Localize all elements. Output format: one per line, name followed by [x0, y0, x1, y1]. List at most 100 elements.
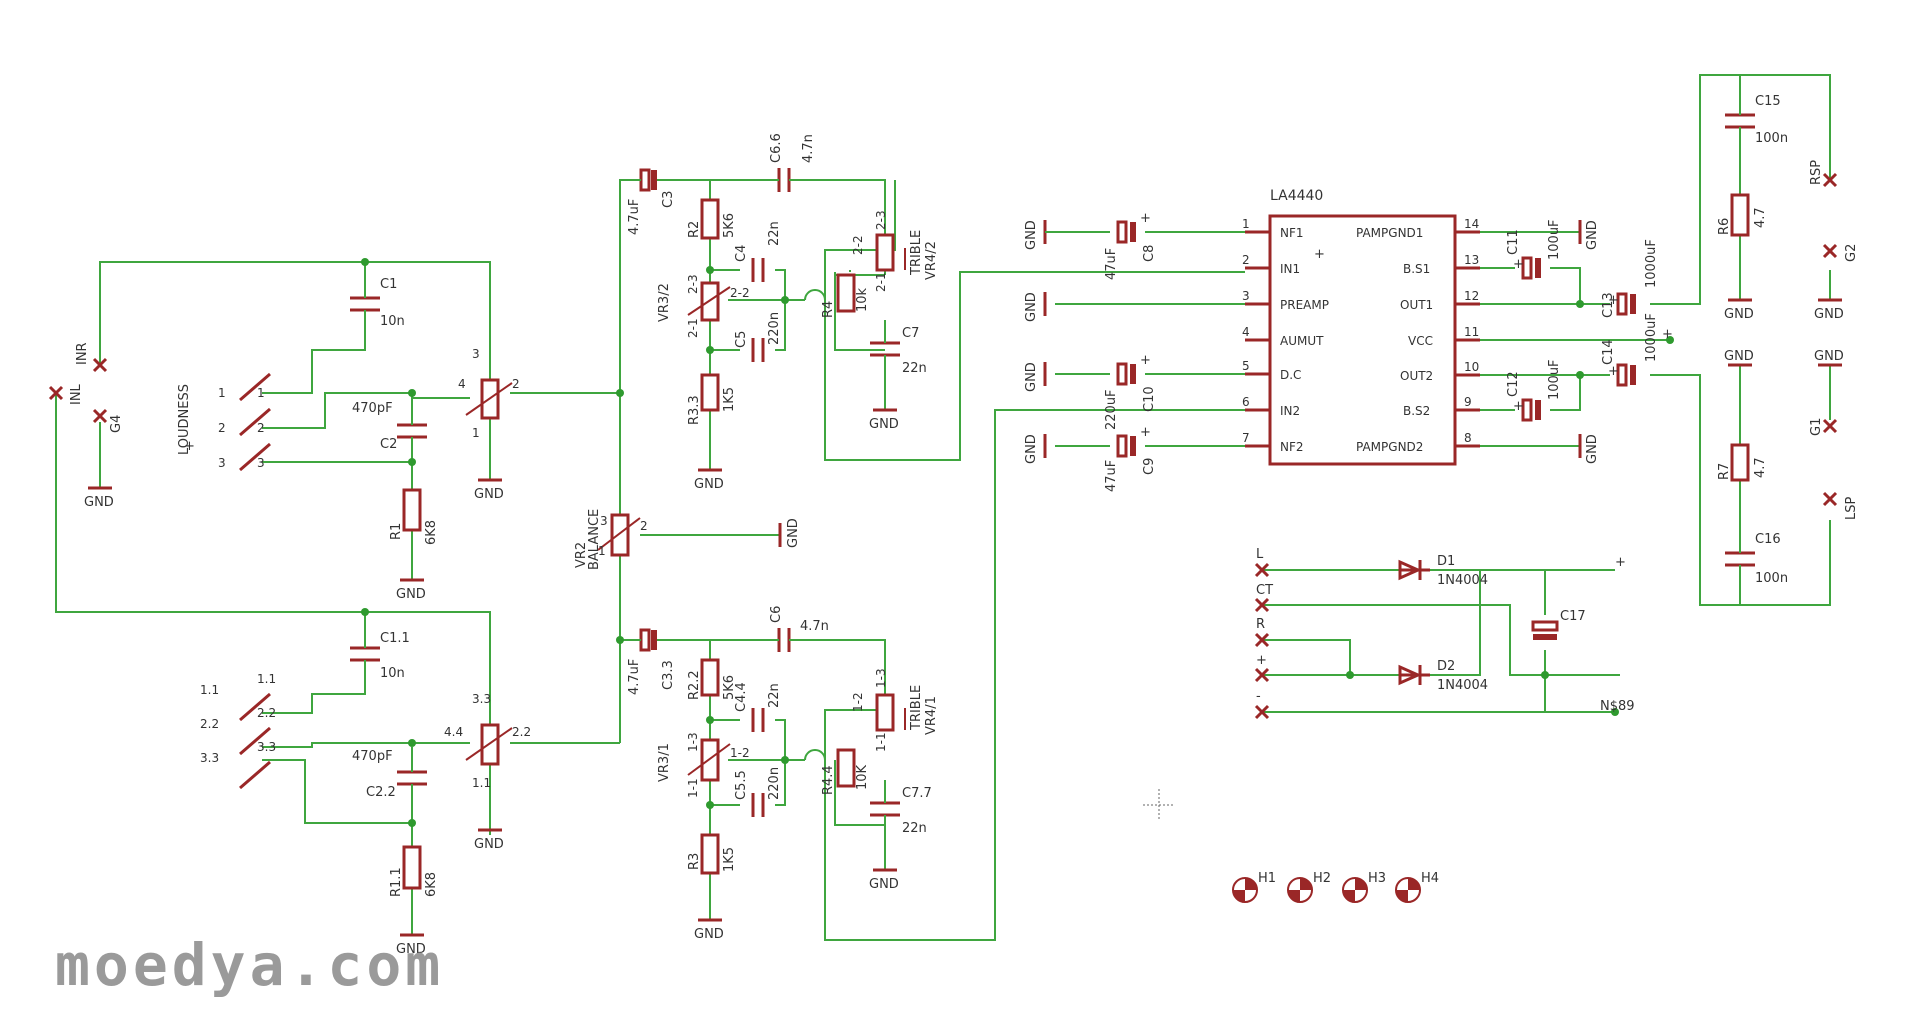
gnd-vr-top: GND [474, 440, 504, 502]
svg-text:470pF: 470pF [352, 401, 393, 416]
ic-right-pins: 14 13 12 11 10 9 8 PAMPGND1 B.S1 OUT1 VC… [1356, 217, 1480, 454]
svg-text:C2.2: C2.2 [366, 785, 396, 800]
svg-text:GND: GND [786, 518, 801, 548]
rsp-connector[interactable] [1822, 172, 1838, 188]
svg-text:H3: H3 [1368, 871, 1386, 886]
svg-text:2: 2 [257, 421, 265, 435]
svg-text:3.3: 3.3 [200, 751, 219, 765]
gnd-nf2: GND [1024, 434, 1047, 464]
svg-text:C1.1: C1.1 [380, 631, 410, 646]
svg-text:GND: GND [694, 477, 724, 492]
svg-text:1: 1 [598, 544, 606, 558]
svg-text:C7.7: C7.7 [902, 786, 932, 801]
svg-text:GND: GND [396, 587, 426, 602]
pw-plus-connector[interactable] [1254, 667, 1270, 683]
svg-text:1: 1 [257, 386, 265, 400]
pw-ct-connector[interactable] [1254, 597, 1270, 613]
la4440-ic: LA4440 + 1 2 3 4 5 6 7 NF1 IN1 PREAMP AU… [1242, 188, 1480, 466]
svg-text:VR2: VR2 [574, 542, 589, 568]
svg-text:470pF: 470pF [352, 749, 393, 764]
svg-text:C5: C5 [734, 331, 749, 348]
svg-text:C3.3: C3.3 [661, 660, 676, 690]
c22-capacitor: 470pF C2.2 [352, 749, 427, 800]
svg-text:INR: INR [75, 342, 90, 365]
svg-text:1K5: 1K5 [722, 387, 737, 412]
svg-text:2.2: 2.2 [512, 725, 531, 739]
svg-text:R1: R1 [389, 523, 404, 540]
svg-text:2: 2 [512, 377, 520, 391]
svg-text:4: 4 [458, 377, 466, 391]
hole-h1: H1 [1232, 871, 1276, 903]
pw-l-connector[interactable] [1254, 562, 1270, 578]
svg-text:7: 7 [1242, 431, 1250, 445]
svg-text:R4: R4 [821, 301, 836, 318]
gnd-r7: GND [1724, 349, 1754, 367]
vr-volume-top[interactable]: 4 2 3 1 [458, 347, 520, 440]
svg-text:C6: C6 [769, 606, 784, 623]
gnd-g2: GND [1814, 298, 1844, 322]
svg-text:6K8: 6K8 [424, 872, 439, 897]
svg-text:PAMPGND2: PAMPGND2 [1356, 440, 1423, 454]
pw-minus-connector[interactable] [1254, 704, 1270, 720]
svg-text:220n: 220n [767, 767, 782, 800]
svg-text:1-1: 1-1 [874, 732, 888, 752]
svg-text:5: 5 [1242, 359, 1250, 373]
loudness-switch-2[interactable]: 1.1 2.2 3.3 1.1 2.2 3.3 [200, 672, 276, 790]
ic-name: LA4440 [1270, 188, 1323, 204]
svg-text:47uF: 47uF [1104, 460, 1119, 492]
svg-text:2: 2 [1242, 253, 1250, 267]
svg-text:C5.5: C5.5 [734, 770, 749, 800]
r11-resistor: R1.1 6K8 [389, 845, 439, 897]
vr-volume-bottom[interactable]: 4.4 2.2 3.3 1.1 [444, 692, 531, 790]
r33-resistor: R3.3 1K5 [687, 373, 737, 425]
inl-connector[interactable] [48, 385, 64, 401]
vr31-bass-pot[interactable]: VR3/1 1-3 1-2 1-1 [657, 732, 750, 798]
svg-text:C10: C10 [1142, 386, 1157, 412]
svg-text:1.1: 1.1 [257, 672, 276, 686]
svg-text:1.1: 1.1 [472, 776, 491, 790]
svg-text:1000uF: 1000uF [1644, 313, 1659, 362]
svg-text:2.2: 2.2 [257, 706, 276, 720]
svg-text:C12: C12 [1506, 371, 1521, 397]
vr42-treble-pot[interactable]: 2-2 2-3 2-1 TRIBLE VR4/2 [851, 210, 939, 292]
loudness-switch[interactable]: LOUDNESS + 1 2 3 1 2 3 [177, 372, 271, 472]
pw-r-connector[interactable] [1254, 632, 1270, 648]
svg-text:GND: GND [869, 417, 899, 432]
inr-connector[interactable] [92, 357, 108, 373]
g4-connector[interactable] [92, 408, 108, 424]
svg-text:+: + [1608, 293, 1619, 308]
svg-text:13: 13 [1464, 253, 1479, 267]
gnd-r3: GND [694, 918, 724, 942]
svg-text:GND: GND [1814, 349, 1844, 364]
r22-resistor: R2.2 5K6 [687, 658, 737, 700]
svg-text:VR3/1: VR3/1 [657, 743, 672, 782]
svg-text:1.1: 1.1 [200, 683, 219, 697]
svg-text:22n: 22n [902, 821, 927, 836]
svg-text:C7: C7 [902, 326, 919, 341]
svg-text:10n: 10n [380, 314, 405, 329]
svg-text:22n: 22n [767, 683, 782, 708]
svg-text:2-3: 2-3 [874, 210, 888, 230]
g2-connector[interactable] [1822, 243, 1838, 259]
vr32-bass-pot[interactable]: VR3/2 2-3 2-2 2-1 [657, 274, 750, 338]
svg-text:100n: 100n [1755, 571, 1788, 586]
svg-text:R4.4: R4.4 [821, 765, 836, 795]
gnd-nf1: GND [1024, 220, 1055, 250]
r7-resistor: R7 4.7 [1717, 443, 1768, 482]
r44-resistor: R4.4 10K [821, 748, 870, 795]
svg-text:R2.2: R2.2 [687, 670, 702, 700]
svg-text:C14: C14 [1601, 339, 1616, 365]
gnd-pampgnd1: GND [1578, 220, 1600, 250]
c14-capacitor: + C14 1000uF + [1601, 313, 1673, 387]
lsp-connector[interactable] [1822, 491, 1838, 507]
svg-text:VR4/1: VR4/1 [924, 696, 939, 735]
svg-text:1N4004: 1N4004 [1437, 678, 1488, 693]
svg-text:C15: C15 [1755, 94, 1781, 109]
c12-capacitor: + C12 100uF [1506, 359, 1562, 422]
svg-text:1-1: 1-1 [686, 778, 700, 798]
g1-connector[interactable] [1822, 418, 1838, 434]
vr41-treble-pot[interactable]: 1-2 1-3 1-1 TRIBLE VR4/1 [851, 668, 939, 752]
vr2-balance-pot[interactable]: VR2 BALANCE 3 2 1 [574, 509, 648, 570]
svg-text:VR3/2: VR3/2 [657, 283, 672, 322]
